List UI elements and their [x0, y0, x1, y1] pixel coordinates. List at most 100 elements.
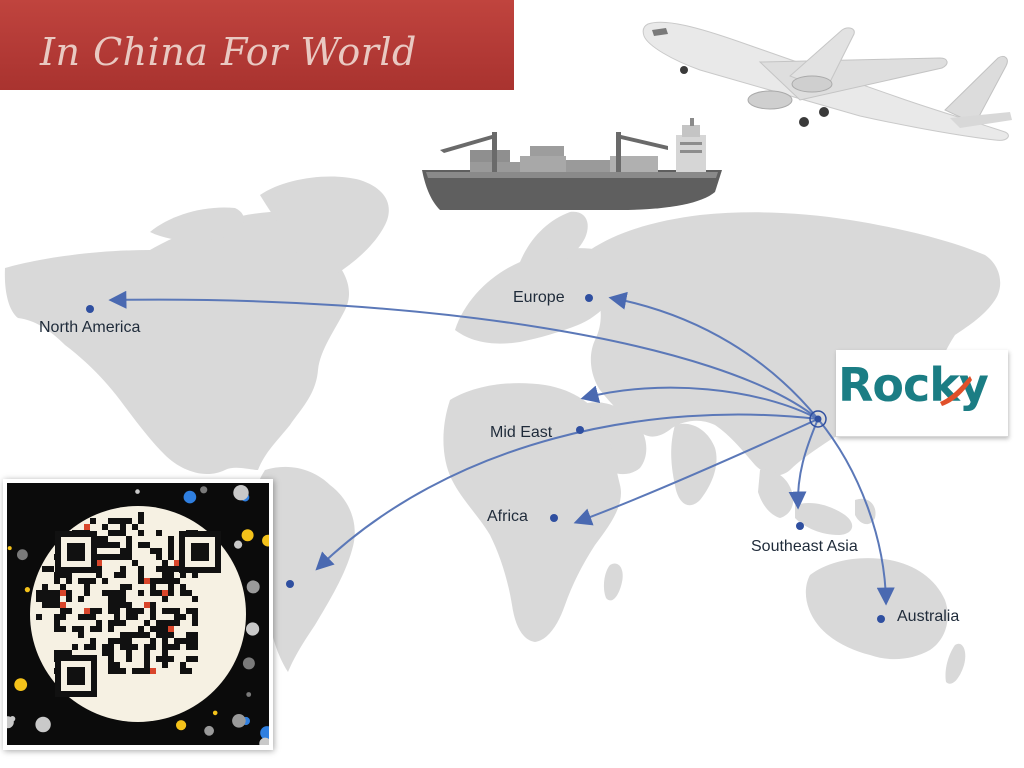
- dot-south-america: [286, 580, 294, 588]
- label-europe: Europe: [513, 289, 565, 306]
- qr-module: [114, 620, 120, 626]
- qr-module: [168, 542, 174, 548]
- qr-module: [186, 608, 192, 614]
- qr-module: [90, 638, 96, 644]
- qr-module: [114, 638, 120, 644]
- qr-module: [48, 596, 54, 602]
- qr-module: [84, 584, 90, 590]
- qr-module: [54, 614, 60, 620]
- qr-module: [168, 572, 174, 578]
- label-africa: Africa: [487, 508, 528, 525]
- qr-module: [138, 578, 144, 584]
- qr-module: [168, 536, 174, 542]
- label-australia: Australia: [897, 608, 960, 625]
- qr-module: [96, 542, 102, 548]
- land-greenland: [260, 176, 389, 278]
- qr-module: [132, 524, 138, 530]
- qr-module: [114, 668, 120, 674]
- qr-module: [120, 644, 126, 650]
- qr-module: [108, 554, 114, 560]
- land-south-america: [249, 466, 355, 672]
- qr-module: [138, 542, 144, 548]
- qr-module: [144, 644, 150, 650]
- qr-module: [108, 644, 114, 650]
- qr-module: [162, 656, 168, 662]
- qr-module: [156, 530, 162, 536]
- title-banner: In China For World: [0, 0, 514, 90]
- qr-module: [162, 590, 168, 596]
- qr-module: [120, 566, 126, 572]
- qr-module: [60, 572, 66, 578]
- qr-module: [84, 524, 90, 530]
- qr-module: [168, 548, 174, 554]
- qr-module: [66, 572, 72, 578]
- qr-module: [162, 608, 168, 614]
- label-mid-east: Mid East: [490, 424, 553, 441]
- qr-module: [186, 632, 192, 638]
- land-southeast-asia: [758, 469, 876, 535]
- qr-module: [54, 650, 60, 656]
- qr-confetti-dot: [9, 716, 16, 722]
- qr-module: [120, 524, 126, 530]
- qr-module: [168, 584, 174, 590]
- qr-module: [108, 638, 114, 644]
- cargo-ship-icon: [422, 118, 722, 210]
- qr-module: [156, 620, 162, 626]
- qr-module: [114, 518, 120, 524]
- qr-module: [54, 590, 60, 596]
- dot-australia: [877, 615, 885, 623]
- qr-module: [54, 578, 60, 584]
- qr-module: [78, 614, 84, 620]
- qr-confetti-dot: [241, 529, 254, 542]
- qr-module: [66, 590, 72, 596]
- qr-module: [132, 668, 138, 674]
- qr-module: [84, 590, 90, 596]
- qr-module: [36, 614, 42, 620]
- qr-finder-pattern: [67, 543, 85, 561]
- qr-module: [132, 608, 138, 614]
- qr-module: [156, 632, 162, 638]
- qr-module: [126, 602, 132, 608]
- qr-module: [150, 668, 156, 674]
- qr-module: [138, 608, 144, 614]
- land-scandinavia: [520, 211, 588, 268]
- qr-module: [156, 548, 162, 554]
- qr-module: [186, 638, 192, 644]
- qr-module: [144, 662, 150, 668]
- qr-module: [114, 662, 120, 668]
- qr-module: [180, 614, 186, 620]
- qr-module: [54, 596, 60, 602]
- qr-module: [162, 620, 168, 626]
- land-madagascar: [603, 563, 623, 601]
- route-arrow-africa: [573, 418, 819, 526]
- route-arrow-mid-east: [580, 385, 819, 420]
- qr-module: [102, 644, 108, 650]
- qr-module: [144, 542, 150, 548]
- qr-confetti-dot: [234, 540, 243, 549]
- qr-module: [60, 614, 66, 620]
- qr-module: [180, 668, 186, 674]
- qr-module: [180, 584, 186, 590]
- qr-module: [144, 656, 150, 662]
- qr-module: [144, 602, 150, 608]
- qr-module: [192, 656, 198, 662]
- airplane-icon: [642, 21, 1012, 141]
- qr-module: [78, 632, 84, 638]
- qr-module: [174, 560, 180, 566]
- qr-module: [180, 638, 186, 644]
- qr-module: [174, 620, 180, 626]
- banner-title: In China For World: [40, 30, 417, 74]
- qr-module: [138, 512, 144, 518]
- qr-module: [54, 602, 60, 608]
- qr-module: [168, 620, 174, 626]
- land-africa: [443, 383, 621, 642]
- qr-module: [150, 614, 156, 620]
- qr-confetti-dot: [246, 580, 260, 594]
- qr-module: [126, 638, 132, 644]
- qr-module: [144, 620, 150, 626]
- qr-module: [168, 626, 174, 632]
- qr-module: [150, 578, 156, 584]
- qr-module: [192, 638, 198, 644]
- qr-module: [108, 530, 114, 536]
- qr-module: [114, 602, 120, 608]
